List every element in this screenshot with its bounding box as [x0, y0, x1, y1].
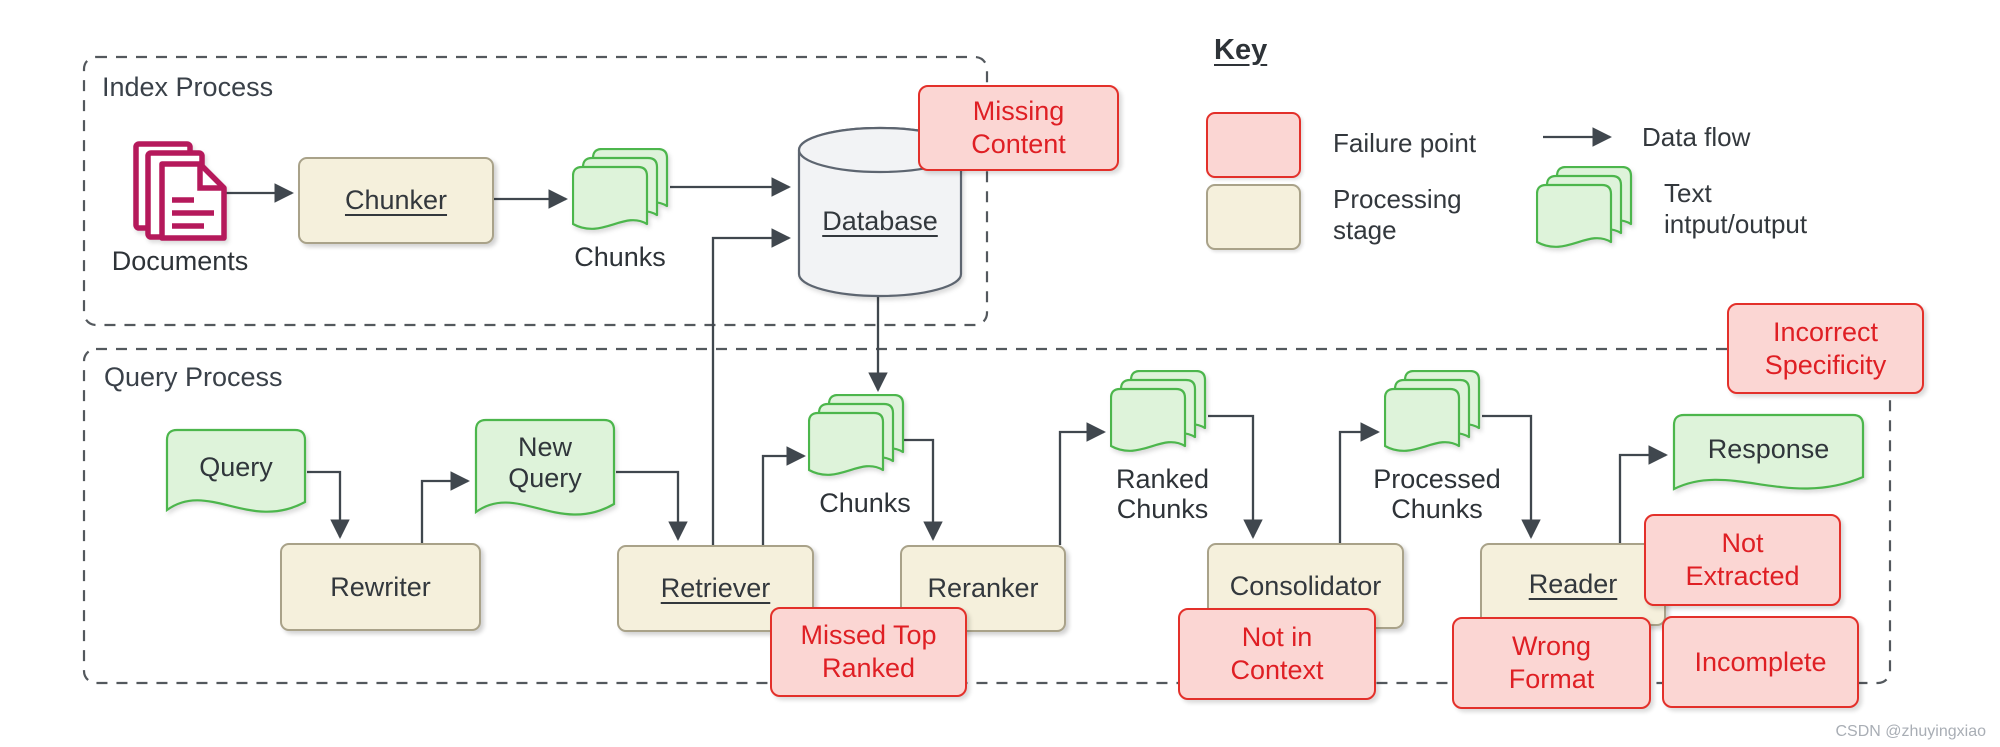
consolidator-label: Consolidator	[1229, 570, 1382, 601]
key-stage-label: Processing stage	[1333, 184, 1462, 246]
query-process-title: Query Process	[104, 362, 283, 392]
arrow-ranked-chunks-to-consolidator	[1208, 414, 1263, 539]
arrow-processed-chunks-to-reader	[1482, 414, 1541, 539]
arrow-consolidator-to-processed-chunks	[1338, 422, 1380, 543]
failure-wrong-format: Wrong Format	[1452, 617, 1651, 709]
documents-label: Documents	[111, 246, 249, 276]
chunks-query-icon	[807, 393, 906, 493]
index-process-title: Index Process	[102, 72, 274, 102]
processed-chunks-icon	[1383, 369, 1482, 469]
rewriter-label: Rewriter	[330, 571, 431, 602]
key-failure-swatch	[1206, 112, 1301, 178]
watermark: CSDN @zhuyingxiao	[1835, 723, 1986, 740]
chunker-node: Chunker	[298, 157, 494, 244]
retriever-node: Retriever	[617, 545, 814, 632]
retriever-label: Retriever	[660, 573, 771, 603]
index-process-region	[82, 55, 989, 327]
key-failure-label: Failure point	[1333, 128, 1477, 158]
key-text-io-icon	[1535, 165, 1634, 265]
chunks-index-icon	[571, 147, 670, 247]
ranked-chunks-icon	[1109, 369, 1208, 469]
new-query-label: New Query	[508, 431, 582, 493]
arrow-retriever-to-database	[711, 228, 791, 545]
failure-incomplete: Incomplete	[1662, 616, 1859, 708]
chunks-query-label: Chunks	[819, 488, 911, 518]
reranker-label: Reranker	[927, 573, 1039, 603]
rewriter-node: Rewriter	[280, 543, 481, 631]
reader-node: Reader	[1480, 543, 1666, 626]
arrow-chunks-to-reranker	[897, 438, 943, 541]
chunker-label: Chunker	[344, 185, 448, 215]
new-query-doc: New Query	[474, 418, 616, 533]
key-title: Key	[1214, 34, 1268, 66]
arrow-retriever-to-chunks	[761, 446, 806, 545]
database-label: Database	[822, 206, 938, 236]
query-process-region	[82, 347, 1892, 685]
processed-chunks-label: Processed Chunks	[1373, 464, 1501, 525]
failure-not-in-context: Not in Context	[1178, 608, 1376, 700]
key-stage-swatch	[1206, 184, 1301, 250]
reader-label: Reader	[1528, 569, 1618, 599]
failure-missed-top-ranked: Missed Top Ranked	[770, 607, 967, 697]
arrow-reranker-to-ranked-chunks	[1058, 422, 1106, 545]
failure-incorrect-specificity: Incorrect Specificity	[1727, 303, 1924, 394]
failure-missing-content: Missing Content	[918, 85, 1119, 171]
query-doc: Query	[165, 428, 307, 529]
query-label: Query	[199, 451, 273, 482]
response-doc: Response	[1672, 413, 1865, 506]
chunks-index-label: Chunks	[574, 242, 666, 272]
arrow-new-query-to-retriever	[616, 470, 688, 541]
failure-not-extracted: Not Extracted	[1644, 514, 1841, 606]
ranked-chunks-label: Ranked Chunks	[1115, 464, 1210, 525]
documents-icon	[130, 140, 230, 247]
arrow-rewriter-to-new-query	[420, 471, 470, 543]
key-data-flow-label: Data flow	[1642, 122, 1751, 152]
response-label: Response	[1707, 433, 1830, 464]
arrow-reader-to-response	[1618, 445, 1668, 543]
key-text-io-label: Text intput/output	[1664, 178, 1808, 240]
arrow-query-to-rewriter	[307, 470, 350, 539]
